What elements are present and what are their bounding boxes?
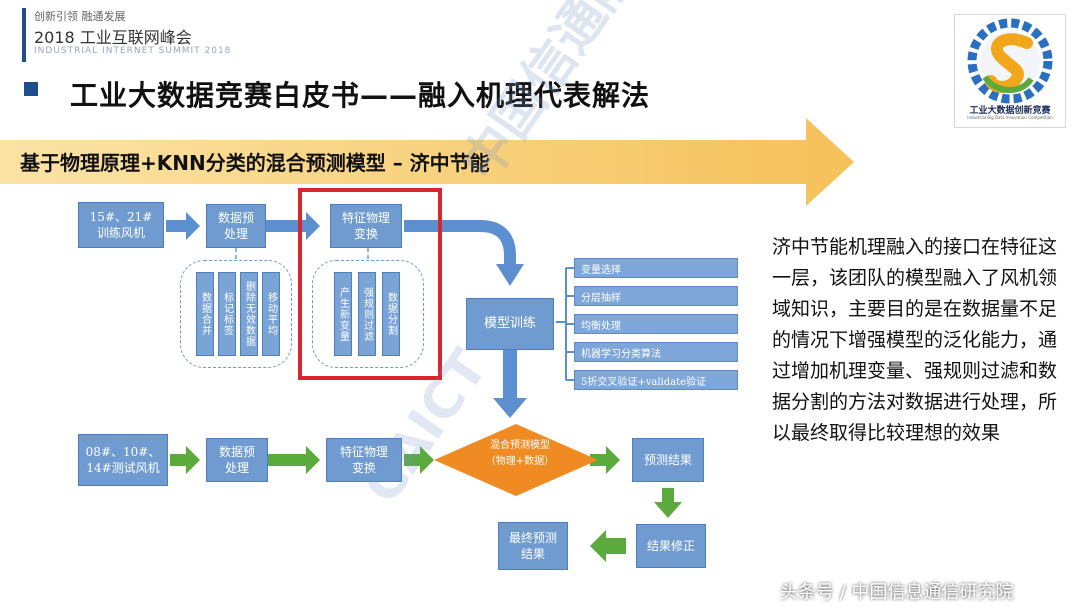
prediction-box: 预测结果 [632,438,704,482]
test-preprocess-box: 数据预 处理 [206,438,268,482]
train-step: 分层抽样 [574,286,738,306]
test-feature-transform-box: 特征物理 变换 [326,438,402,482]
competition-logo: 工业大数据创新竞赛 Industrial Big Data Innovation… [954,14,1066,128]
banner-title: 基于物理原理+KNN分类的混合预测模型 – 济中节能 [20,151,490,175]
feature-transform-box: 特征物理 变换 [330,204,402,248]
model-train-box: 模型训练 [466,298,554,350]
preprocess-box: 数据预 处理 [206,204,266,248]
header-accent-bar [22,8,26,62]
arrow-feature-to-hybrid [404,446,434,474]
train-step: 变量选择 [574,258,738,278]
arrow-train-to-preprocess [166,212,200,240]
test-turbines-box: 08#、10#、 14#测试风机 [78,434,168,486]
page-title: 工业大数据竞赛白皮书——融入机理代表解法 [70,79,651,112]
arrow-test-to-preprocess [170,446,200,474]
hybrid-model-diamond [434,424,598,496]
train-step: 均衡处理 [574,314,738,334]
header-summit-english: INDUSTRIAL INTERNET SUMMIT 2018 [34,46,232,56]
arrow-model-to-hybrid [493,398,527,418]
train-step: 5折交叉验证+validate验证 [574,370,738,390]
arrow-test-preprocess-to-feature [268,446,320,474]
logo-english-name: Industrial Big Data Innovation Competiti… [967,115,1053,120]
hybrid-model-subtitle: （物理+数据） [485,456,555,467]
preprocess-step: 移动平均 [262,272,280,356]
description-text: 济中节能机理融入的接口在特征这一层，该团队的模型融入了风机领域知识，主要目的是在… [772,236,1058,444]
feature-layer-highlight [298,188,442,380]
train-step: 机器学习分类算法 [574,342,738,362]
feature-step: 数据分割 [382,272,400,356]
final-result-box: 最终预测 结果 [498,522,568,570]
arrow-hybrid-to-prediction [590,446,620,474]
logo-name: 工业大数据创新竞赛 [969,106,1051,116]
hybrid-model-title: 混合预测模型 [490,440,550,451]
arrow-correction-to-final [590,530,626,562]
arrow-feature-to-model [404,220,516,266]
feature-step: 强规则过滤 [358,272,376,356]
gear-s-logo-icon [967,18,1053,104]
header-tagline: 创新引领 融通发展 [34,10,126,23]
feature-step: 产生新变量 [334,272,352,356]
preprocess-steps-group [180,260,292,368]
train-turbines-box: 15#、21# 训练风机 [78,202,164,248]
hybrid-model-label: 混合预测模型 （物理+数据） [435,438,605,470]
preprocess-step: 数据合并 [196,272,214,356]
footer-source: 头条号 / 中国信息通信研究院 [780,582,1014,603]
steps-bracket [556,267,574,381]
header-summit-name: 2018 工业互联网峰会 [34,28,192,47]
arrow-prediction-to-correction [654,488,682,518]
correction-box: 结果修正 [636,524,706,568]
preprocess-step: 标记标签 [218,272,236,356]
banner-arrow [0,118,854,206]
feature-steps-group [312,260,424,368]
preprocess-step: 删除无效数据 [240,272,258,356]
title-bullet-icon [24,82,38,96]
arrow-preprocess-to-feature [264,212,320,240]
